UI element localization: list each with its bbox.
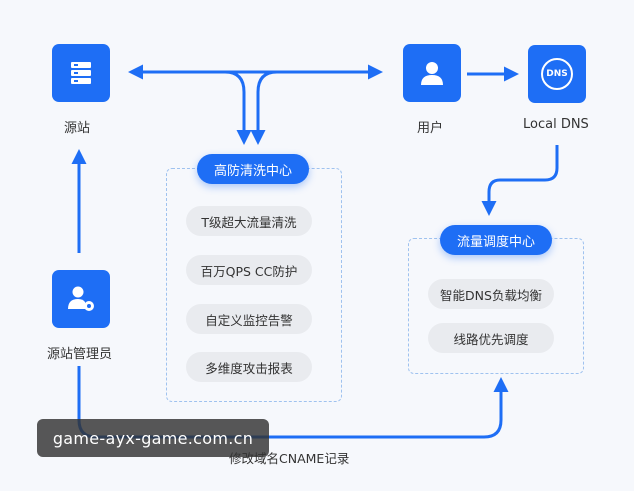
origin-label: 源站 — [64, 121, 91, 136]
right-down-arrow — [250, 70, 278, 145]
dns-dispatch-arrow — [481, 145, 559, 216]
admin-node-icon — [52, 270, 110, 328]
user-node-icon — [403, 44, 461, 102]
watermark: game-ayx-game.com.cn — [37, 419, 269, 457]
defense-item-3: 自定义监控告警 — [186, 304, 312, 334]
dns-icon: DNS — [541, 58, 573, 90]
defense-item-2: 百万QPS CC防护 — [186, 255, 312, 285]
defense-item-4: 多维度攻击报表 — [186, 352, 312, 382]
defense-item-1: T级超大流量清洗 — [186, 206, 312, 236]
local-dns-node-icon: DNS — [528, 45, 586, 103]
local-dns-label: Local DNS — [523, 117, 589, 132]
user-icon — [421, 62, 443, 85]
dispatch-item-1: 智能DNS负载均衡 — [428, 279, 554, 309]
origin-node-icon — [52, 44, 110, 102]
admin-user-gear-icon — [68, 286, 94, 311]
dns-icon-text: DNS — [546, 69, 568, 79]
server-icon — [71, 62, 91, 84]
left-down-arrow — [224, 70, 252, 145]
dispatch-item-2: 线路优先调度 — [428, 323, 554, 353]
dispatch-center-title: 流量调度中心 — [440, 225, 552, 255]
defense-center-title: 高防清洗中心 — [197, 154, 309, 184]
user-label: 用户 — [417, 121, 444, 136]
admin-label: 源站管理员 — [47, 347, 113, 362]
